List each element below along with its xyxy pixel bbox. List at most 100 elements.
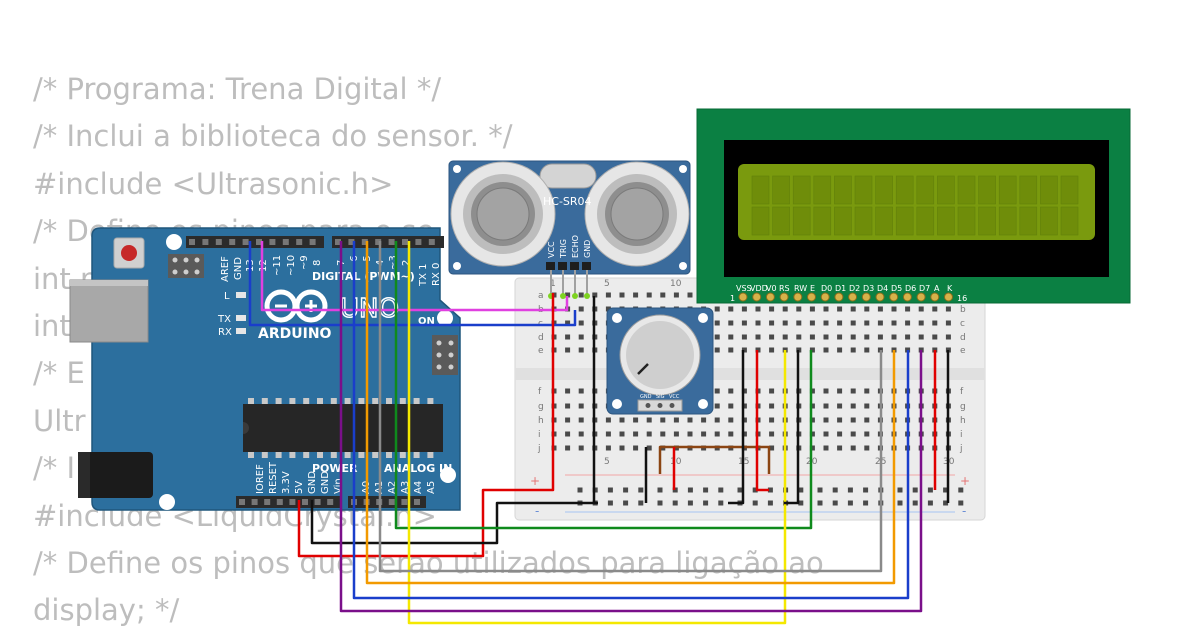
lcd-char-cell bbox=[772, 175, 790, 205]
rail-hole bbox=[832, 487, 838, 493]
wire-black-gnd bbox=[310, 296, 596, 545]
rail-hole bbox=[817, 500, 823, 506]
breadboard-hole bbox=[864, 445, 870, 451]
breadboard-hole bbox=[877, 320, 883, 326]
breadboard-hole bbox=[918, 320, 924, 326]
breadboard-hole bbox=[633, 431, 639, 437]
breadboard-hole bbox=[660, 431, 666, 437]
header-pin bbox=[242, 239, 249, 245]
breadboard-hole bbox=[891, 334, 897, 340]
chip-pin bbox=[413, 398, 420, 404]
rail-hole bbox=[847, 500, 853, 506]
header-pin bbox=[256, 239, 262, 245]
rail-hole bbox=[657, 500, 663, 506]
pin-label-gnd: GND bbox=[233, 257, 244, 280]
pin-label-a2: A2 bbox=[387, 481, 398, 494]
rail-hole bbox=[847, 487, 853, 493]
breadboard-hole bbox=[864, 388, 870, 394]
wire-red-5v bbox=[297, 293, 555, 558]
lcd-char-cell bbox=[834, 206, 852, 236]
lcd-pin bbox=[834, 292, 844, 302]
lcd-pin-v0: V0 bbox=[766, 284, 777, 293]
chip-pin bbox=[248, 452, 254, 458]
chip-pin bbox=[399, 452, 406, 458]
breadboard-hole bbox=[769, 388, 775, 394]
breadboard-hole bbox=[714, 403, 720, 409]
breadboard-hole bbox=[728, 320, 734, 326]
rail-hole bbox=[638, 487, 644, 493]
mounting-hole bbox=[437, 310, 453, 326]
breadboard-hole bbox=[809, 403, 815, 409]
chip-pin bbox=[372, 452, 379, 458]
breadboard-hole bbox=[687, 431, 693, 437]
breadboard-hole bbox=[755, 334, 761, 340]
lcd-char-cell bbox=[895, 206, 914, 236]
row-label-d-right: d bbox=[960, 333, 966, 343]
header-pin bbox=[314, 499, 321, 505]
rail-hole bbox=[752, 500, 758, 506]
code-line: /* Inclui a biblioteca do sensor. */ bbox=[33, 119, 513, 154]
breadboard-hole bbox=[837, 320, 843, 326]
row-label-f-right: f bbox=[960, 387, 964, 397]
breadboard-hole bbox=[823, 320, 829, 326]
potentiometer-knob[interactable] bbox=[626, 321, 694, 389]
breadboard-hole bbox=[796, 306, 802, 312]
header-pin bbox=[276, 499, 283, 505]
breadboard-hole bbox=[945, 320, 951, 326]
breadboard-minus-right: - bbox=[962, 504, 966, 518]
breadboard-hole bbox=[605, 445, 611, 451]
usb-port bbox=[69, 279, 149, 343]
row-label-h-right: h bbox=[960, 416, 966, 426]
breadboard-hole bbox=[714, 417, 720, 423]
lcd-pin bbox=[820, 292, 830, 302]
breadboard-hole bbox=[728, 347, 734, 353]
header-pin bbox=[189, 239, 195, 245]
breadboard-hole bbox=[769, 320, 775, 326]
chip-pin bbox=[386, 452, 392, 458]
breadboard-hole bbox=[578, 388, 584, 394]
pin-label-12: 12 bbox=[258, 259, 269, 272]
code-line: #include <Ultrasonic.h> bbox=[33, 166, 394, 201]
breadboard-hole bbox=[905, 334, 911, 340]
rail-hole bbox=[927, 500, 933, 506]
analog-label: ANALOG IN bbox=[384, 462, 452, 475]
breadboard-hole bbox=[660, 417, 666, 423]
breadboard-hole bbox=[932, 320, 938, 326]
breadboard-hole bbox=[578, 431, 584, 437]
rail-hole bbox=[737, 487, 743, 493]
breadboard-hole bbox=[728, 403, 734, 409]
chip-pin bbox=[386, 398, 392, 404]
breadboard-hole bbox=[741, 334, 747, 340]
breadboard-hole bbox=[837, 445, 843, 451]
rail-hole bbox=[623, 487, 629, 493]
breadboard-hole bbox=[701, 417, 707, 423]
header-pin bbox=[414, 499, 420, 505]
wire-brown bbox=[658, 445, 771, 474]
pin-label-ioref: IOREF bbox=[255, 464, 266, 494]
breadboard-hole bbox=[823, 417, 829, 423]
header-pin bbox=[415, 239, 422, 245]
breadboard-hole bbox=[633, 292, 639, 298]
breadboard-hole bbox=[728, 417, 734, 423]
rail-hole bbox=[912, 500, 918, 506]
breadboard-hole bbox=[864, 334, 870, 340]
breadboard-hole bbox=[605, 431, 611, 437]
rail-hole bbox=[863, 500, 869, 506]
breadboard-hole bbox=[905, 306, 911, 312]
row-label-i-right: i bbox=[960, 430, 963, 440]
reset-button-cap[interactable] bbox=[121, 245, 137, 261]
breadboard-hole bbox=[769, 431, 775, 437]
header-pin bbox=[239, 499, 245, 505]
breadboard-hole bbox=[565, 417, 571, 423]
led-label-l: L bbox=[224, 291, 230, 302]
breadboard-hole bbox=[850, 417, 856, 423]
breadboard-hole bbox=[565, 431, 571, 437]
lcd-pin bbox=[807, 292, 816, 302]
pot-pin-vcc: VCC bbox=[669, 394, 680, 400]
arduino-brand: ARDUINO bbox=[258, 326, 332, 342]
rail-hole bbox=[687, 487, 693, 493]
lcd-char-cell bbox=[1060, 206, 1079, 236]
rail-hole bbox=[958, 487, 964, 493]
pin-label-tx: TX 1 bbox=[418, 264, 429, 288]
transducer-right bbox=[584, 161, 690, 267]
